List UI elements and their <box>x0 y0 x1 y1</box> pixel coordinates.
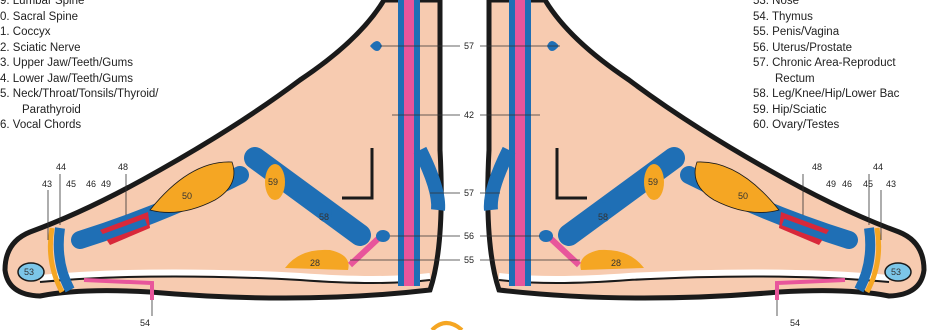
label-44: 44 <box>873 162 883 172</box>
label-54: 54 <box>790 318 800 328</box>
label-50: 50 <box>738 191 748 201</box>
label-53: 53 <box>891 267 901 277</box>
label-45: 45 <box>863 179 873 189</box>
label-58: 58 <box>319 212 329 222</box>
label-53: 53 <box>24 267 34 277</box>
label-48: 48 <box>118 162 128 172</box>
label-46: 46 <box>86 179 96 189</box>
label-54: 54 <box>140 318 150 328</box>
right-foot <box>488 0 924 316</box>
label-45: 45 <box>66 179 76 189</box>
left-zone-56 <box>376 230 390 242</box>
callout-42: 42 <box>464 110 474 120</box>
label-59: 59 <box>268 177 278 187</box>
callout-56: 56 <box>464 231 474 241</box>
right-zone-56 <box>539 230 553 242</box>
label-49: 49 <box>101 179 111 189</box>
label-46: 46 <box>842 179 852 189</box>
label-48: 48 <box>812 162 822 172</box>
label-28: 28 <box>611 258 621 268</box>
left-foot: 53 50 59 58 28 43 44 45 46 49 48 54 <box>5 0 441 328</box>
label-43: 43 <box>42 179 52 189</box>
label-59: 59 <box>648 177 658 187</box>
label-50: 50 <box>182 191 192 201</box>
label-58: 58 <box>598 212 608 222</box>
label-43: 43 <box>886 179 896 189</box>
callout-57a: 57 <box>464 41 474 51</box>
label-49: 49 <box>826 179 836 189</box>
right-spine-pink <box>515 0 525 286</box>
orange-circle-partial <box>432 323 462 330</box>
callout-55: 55 <box>464 255 474 265</box>
label-28: 28 <box>310 258 320 268</box>
callout-57b: 57 <box>464 188 474 198</box>
label-44: 44 <box>56 162 66 172</box>
left-spine-pink <box>404 0 414 286</box>
